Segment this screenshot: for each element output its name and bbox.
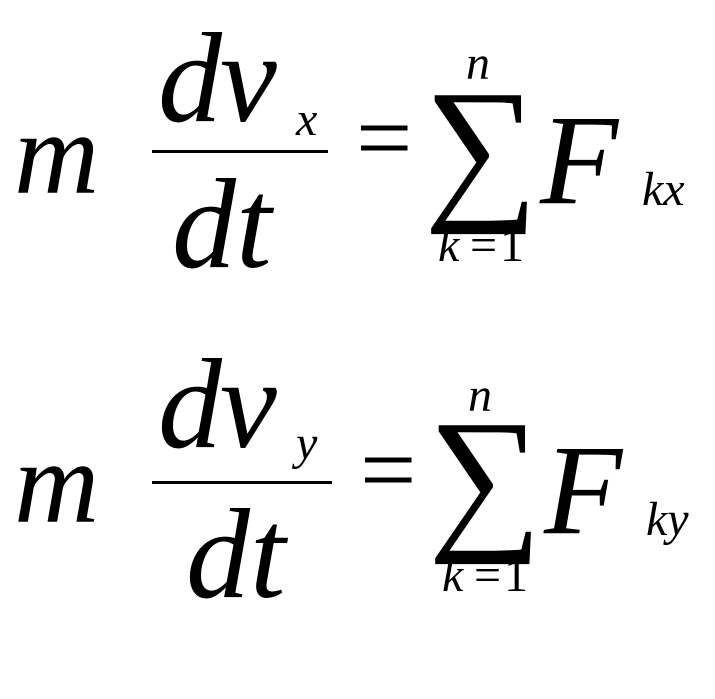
- numerator-v: v: [220, 333, 277, 475]
- sum-lower-equals: =: [470, 219, 498, 272]
- denominator: dt: [186, 483, 286, 625]
- force-symbol: F: [544, 419, 623, 561]
- numerator-d: d: [158, 7, 222, 149]
- equation-x: m d v x dt = n ∑ k = 1 F kx: [0, 0, 715, 330]
- sum-lower-equals: =: [474, 549, 502, 602]
- sum-lower-index: k: [442, 549, 464, 602]
- numerator-subscript: x: [296, 93, 318, 146]
- summation-symbol: ∑: [424, 57, 539, 235]
- force-subscript: kx: [642, 163, 685, 216]
- summation-symbol: ∑: [428, 387, 543, 565]
- sum-lower-value: 1: [504, 549, 528, 602]
- sum-lower-value: 1: [500, 219, 524, 272]
- numerator-subscript: y: [296, 417, 318, 470]
- denominator: dt: [172, 153, 272, 295]
- sum-upper-limit: n: [468, 369, 492, 422]
- fraction-bar: [152, 150, 328, 153]
- force-subscript: ky: [646, 493, 689, 546]
- force-symbol: F: [540, 89, 619, 231]
- mass-symbol: m: [14, 88, 100, 219]
- numerator-d: d: [158, 333, 222, 475]
- equation-y: m d v y dt = n ∑ k = 1 F ky: [0, 330, 715, 660]
- sum-lower-index: k: [438, 219, 460, 272]
- fraction-bar: [152, 481, 332, 484]
- sum-upper-limit: n: [466, 37, 490, 90]
- numerator-v: v: [220, 7, 277, 149]
- equals-sign: =: [360, 414, 417, 525]
- equals-sign: =: [356, 82, 413, 193]
- mass-symbol: m: [14, 417, 100, 548]
